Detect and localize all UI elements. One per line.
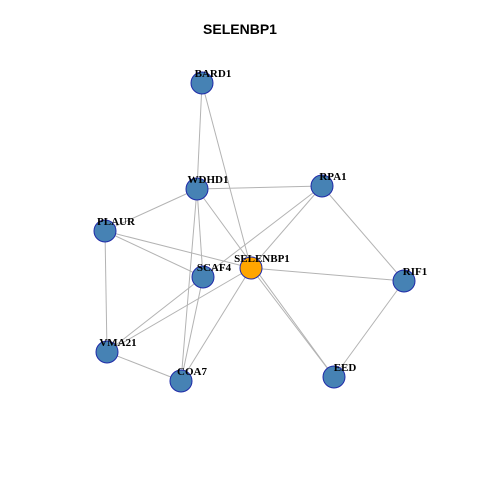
node-label-scaf4: SCAF4	[197, 262, 232, 274]
node-vma21	[95, 340, 119, 364]
node-label-coa7: COA7	[177, 366, 207, 378]
edge-rpa1-selenbp1	[250, 185, 323, 269]
node-wdhd1	[185, 177, 209, 201]
node-rpa1	[310, 174, 334, 198]
node-selenbp1	[239, 256, 263, 280]
edge-wdhd1-coa7	[180, 188, 198, 382]
edge-plaur-selenbp1	[104, 230, 252, 269]
node-label-plaur: PLAUR	[97, 216, 136, 228]
edge-rpa1-scaf4	[202, 185, 323, 278]
edge-selenbp1-vma21	[106, 267, 252, 353]
edge-wdhd1-eed	[196, 188, 335, 378]
edge-wdhd1-scaf4	[196, 188, 204, 278]
edge-wdhd1-rpa1	[196, 185, 323, 190]
node-label-bard1: BARD1	[195, 68, 232, 80]
node-scaf4	[191, 265, 215, 289]
node-coa7	[169, 369, 193, 393]
edge-plaur-vma21	[104, 230, 108, 353]
node-eed	[322, 365, 346, 389]
edge-selenbp1-coa7	[180, 267, 252, 382]
node-label-selenbp1: SELENBP1	[234, 253, 290, 265]
node-plaur	[93, 219, 117, 243]
edge-plaur-scaf4	[104, 230, 204, 278]
node-label-rif1: RIF1	[403, 266, 427, 278]
figure-title: SELENBP1	[203, 21, 277, 37]
node-bard1	[190, 71, 214, 95]
node-rif1	[392, 269, 416, 293]
edge-scaf4-vma21	[106, 276, 204, 353]
edge-bard1-selenbp1	[201, 82, 252, 269]
edge-rif1-eed	[333, 280, 405, 378]
node-label-wdhd1: WDHD1	[188, 174, 229, 186]
edge-layer	[104, 82, 405, 382]
node-label-eed: EED	[334, 362, 357, 374]
edge-scaf4-coa7	[180, 276, 204, 382]
edge-selenbp1-eed	[250, 267, 335, 378]
edge-vma21-coa7	[106, 351, 182, 382]
edge-bard1-wdhd1	[196, 82, 203, 190]
node-layer	[93, 71, 416, 393]
edge-rpa1-rif1	[321, 185, 405, 282]
node-label-rpa1: RPA1	[319, 171, 346, 183]
edge-selenbp1-rif1	[250, 267, 405, 282]
edge-wdhd1-plaur	[104, 188, 198, 232]
node-label-vma21: VMA21	[99, 337, 136, 349]
